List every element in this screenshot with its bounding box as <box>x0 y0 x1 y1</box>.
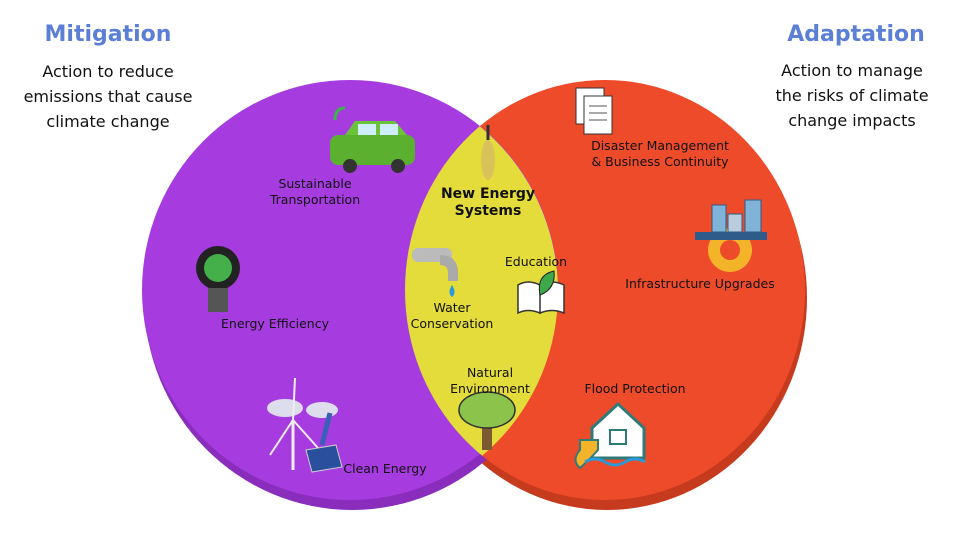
car-icon <box>330 106 415 173</box>
hanging-bulb-icon <box>481 125 495 180</box>
adaptation-title: Adaptation <box>787 22 925 47</box>
infrastructure-gear-icon <box>695 199 767 272</box>
label-sustainable-transportation: Sustainable Transportation <box>269 176 361 207</box>
adaptation-description-line: Action to manage <box>781 61 923 80</box>
wind-solar-icon <box>267 377 343 473</box>
label-infrastructure-upgrades: Infrastructure Upgrades <box>625 276 775 291</box>
label-flood-protection: Flood Protection <box>584 381 686 396</box>
adaptation-description: Action to manage the risks of climate ch… <box>752 58 952 133</box>
overlap-lens <box>405 80 558 500</box>
label-energy-efficiency: Energy Efficiency <box>221 316 329 331</box>
faucet-icon <box>412 248 458 297</box>
flood-house-icon <box>574 401 646 470</box>
tree-icon <box>458 391 516 450</box>
adaptation-description-line: the risks of climate <box>775 86 929 105</box>
mitigation-title: Mitigation <box>44 22 172 47</box>
label-natural-environment: Natural Environment <box>450 365 530 396</box>
mitigation-description-line: Action to reduce <box>42 62 174 81</box>
label-disaster-management: Disaster Management & Business Continuit… <box>591 138 729 169</box>
label-education: Education <box>504 254 568 269</box>
book-leaf-icon <box>517 270 565 315</box>
adaptation-description-line: change impacts <box>788 111 916 130</box>
light-bulb-icon <box>196 246 240 312</box>
label-water-conservation: Water Conservation <box>410 300 494 331</box>
documents-icon <box>575 87 613 135</box>
mitigation-description-line: climate change <box>46 112 170 131</box>
label-new-energy-systems: New Energy Systems <box>440 186 536 219</box>
label-clean-energy: Clean Energy <box>343 461 427 476</box>
mitigation-description: Action to reduce emissions that cause cl… <box>8 59 208 134</box>
mitigation-description-line: emissions that cause <box>23 87 193 106</box>
